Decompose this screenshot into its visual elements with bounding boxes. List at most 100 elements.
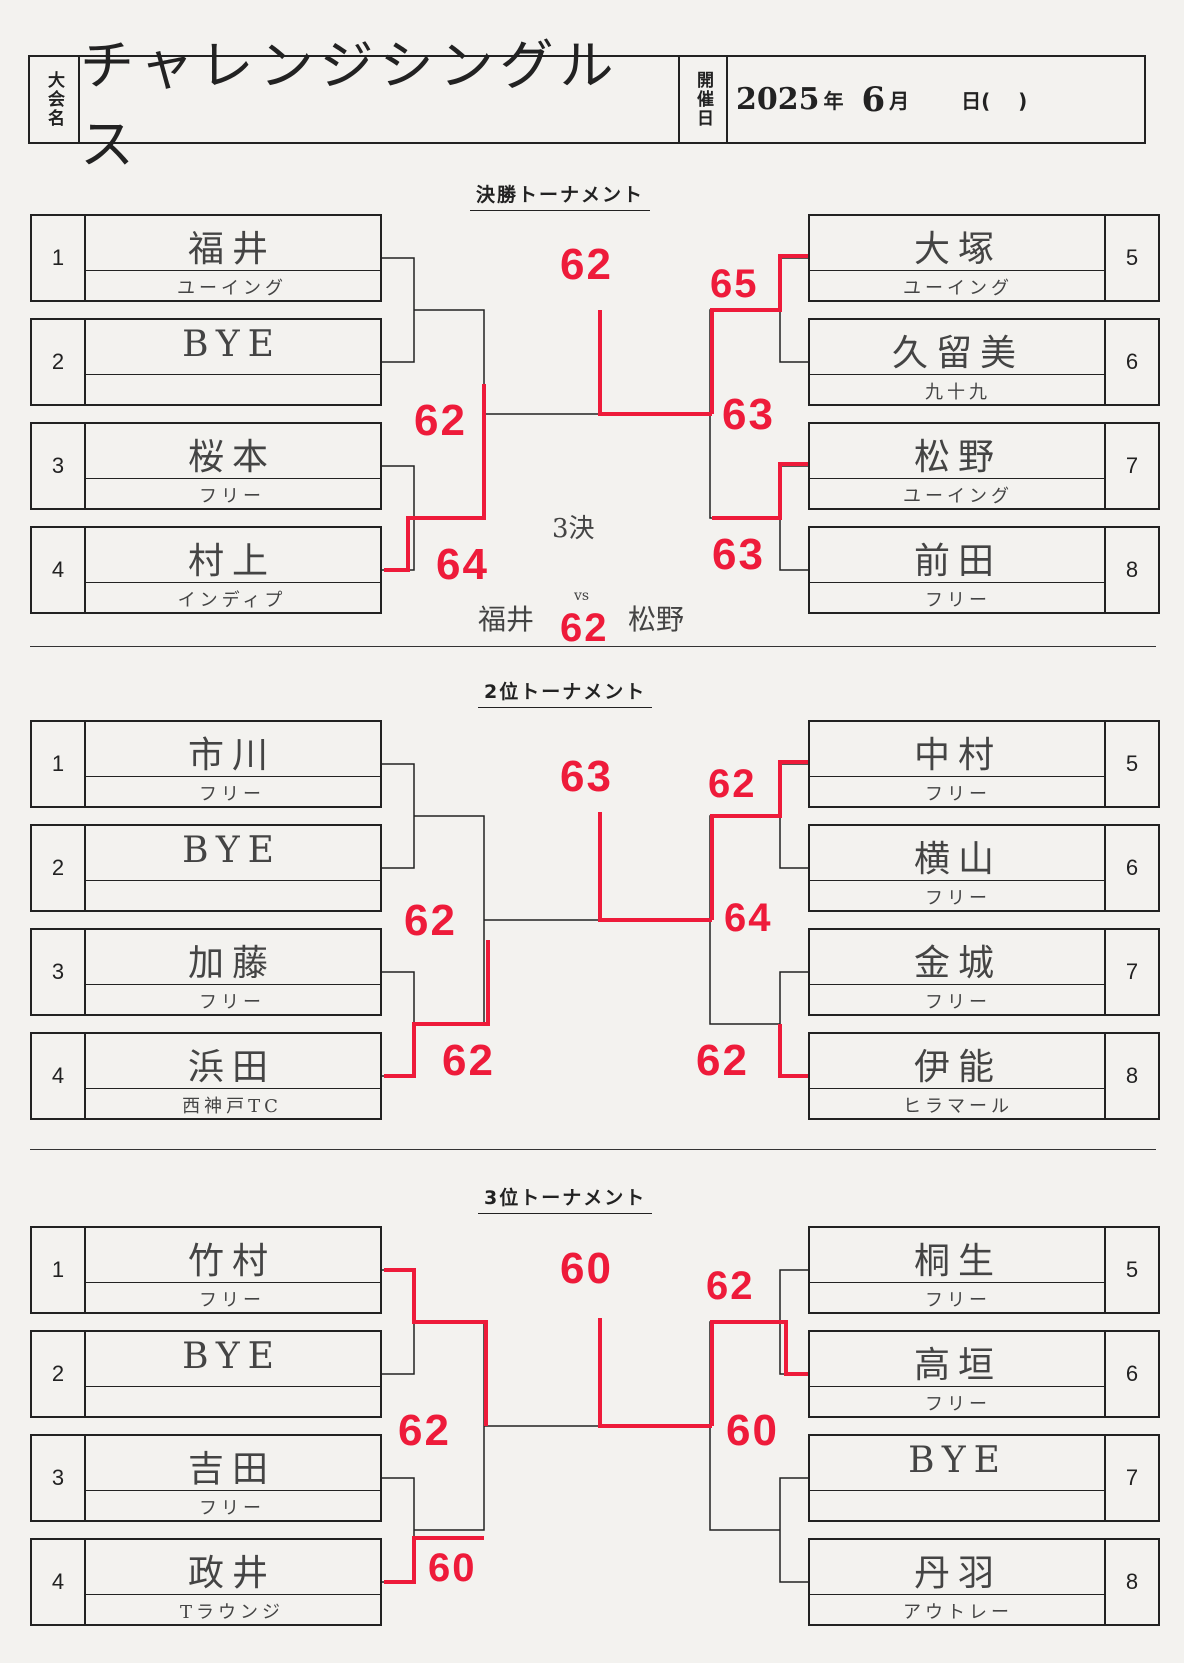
player-name: BYE bbox=[182, 830, 282, 871]
winner-path bbox=[710, 1320, 808, 1426]
winner-path bbox=[384, 1268, 488, 1426]
right-r1-bottom-score: 62 bbox=[696, 1036, 749, 1085]
entry-divider-line bbox=[810, 374, 1106, 375]
winner-path bbox=[598, 310, 712, 416]
date-year: 2025 bbox=[736, 82, 820, 117]
entry-divider-line bbox=[810, 1386, 1106, 1387]
seed-number: 6 bbox=[1104, 320, 1158, 404]
entry-divider-line bbox=[84, 270, 380, 271]
player-name: 金城 bbox=[913, 943, 1002, 984]
third-tournament-title: 3位トーナメント bbox=[477, 1183, 653, 1214]
winner-path bbox=[778, 1024, 808, 1078]
event-name-cell: チャレンジシングルス bbox=[80, 34, 680, 176]
player-name: 中村 bbox=[913, 735, 1002, 776]
bracket-line bbox=[382, 1269, 415, 1375]
seed-number: 5 bbox=[1104, 216, 1158, 300]
right-r1-bottom-score: 63 bbox=[712, 530, 765, 579]
date-label: 開催日 bbox=[680, 57, 728, 142]
final-tournament-title: 決勝トーナメント bbox=[469, 180, 651, 211]
seed-number: 4 bbox=[32, 528, 86, 612]
date-month: 6 bbox=[861, 79, 886, 120]
bracket-line bbox=[382, 763, 415, 869]
date-label-text: 開催日 bbox=[693, 71, 713, 128]
right-semi-score: 64 bbox=[724, 896, 773, 940]
seed-number: 2 bbox=[32, 1332, 86, 1416]
player-club: フリー bbox=[925, 590, 991, 611]
event-name-label-text: 大会名 bbox=[44, 71, 64, 128]
date-year-char: 年 bbox=[823, 89, 844, 113]
seed-number: 5 bbox=[1104, 1228, 1158, 1312]
player-name: 横山 bbox=[913, 839, 1002, 880]
seed-number: 4 bbox=[32, 1540, 86, 1624]
left-r1-score: 62 bbox=[442, 1036, 495, 1085]
entry-box: 3 加藤フリー bbox=[30, 928, 382, 1016]
right-semi-score: 63 bbox=[722, 390, 775, 439]
player-club: フリー bbox=[199, 992, 265, 1013]
third-place-score: 62 bbox=[560, 606, 609, 650]
player-club: フリー bbox=[925, 888, 991, 909]
second-tournament-title: 2位トーナメント bbox=[477, 677, 653, 708]
third-place-left-name: 福井 bbox=[478, 603, 535, 636]
winner-path bbox=[598, 1318, 712, 1428]
entry-divider-line bbox=[810, 582, 1106, 583]
bracket-line bbox=[779, 763, 808, 869]
player-club: ユーイング bbox=[177, 278, 287, 299]
date-day: 日( ) bbox=[961, 89, 1028, 113]
seed-number: 5 bbox=[1104, 722, 1158, 806]
player-name: 村上 bbox=[187, 541, 276, 582]
seed-number: 8 bbox=[1104, 1540, 1158, 1624]
player-club: アウトレー bbox=[903, 1602, 1013, 1623]
seed-number: 1 bbox=[32, 1228, 86, 1312]
player-name: 前田 bbox=[913, 541, 1002, 582]
right-semi-score: 60 bbox=[726, 1406, 779, 1455]
seed-number: 3 bbox=[32, 930, 86, 1014]
bracket-line bbox=[382, 1477, 415, 1583]
entry-divider-line bbox=[84, 1490, 380, 1491]
date-cell: 2025 年 6 月 日( ) bbox=[728, 57, 1144, 142]
entry-box: 8 前田フリー bbox=[808, 526, 1160, 614]
player-name: 政井 bbox=[187, 1553, 276, 1594]
entry-box: 8 丹羽アウトレー bbox=[808, 1538, 1160, 1626]
bracket-line bbox=[382, 971, 415, 1077]
player-name: 久留美 bbox=[891, 333, 1024, 374]
seed-number: 8 bbox=[1104, 1034, 1158, 1118]
event-name-label: 大会名 bbox=[30, 57, 80, 142]
player-club: フリー bbox=[199, 1290, 265, 1311]
entry-divider-line bbox=[810, 1282, 1106, 1283]
winner-path bbox=[712, 462, 808, 520]
player-name: 松野 bbox=[913, 437, 1002, 478]
left-semi-score: 62 bbox=[404, 896, 457, 945]
bracket-line bbox=[779, 465, 808, 571]
seed-number: 7 bbox=[1104, 424, 1158, 508]
entry-divider-line bbox=[810, 1088, 1106, 1089]
player-name: BYE bbox=[182, 324, 282, 365]
section-divider bbox=[30, 646, 1156, 647]
final-score: 63 bbox=[560, 752, 613, 801]
player-club: Tラウンジ bbox=[179, 1602, 284, 1623]
seed-number: 7 bbox=[1104, 930, 1158, 1014]
player-name: 加藤 bbox=[187, 943, 276, 984]
entry-divider-line bbox=[84, 984, 380, 985]
winner-path bbox=[384, 384, 486, 572]
final-score: 62 bbox=[560, 240, 613, 289]
entry-divider-line bbox=[84, 1386, 380, 1387]
seed-number: 8 bbox=[1104, 528, 1158, 612]
player-name: 高垣 bbox=[913, 1345, 1002, 1386]
right-r1-top-score: 65 bbox=[710, 262, 759, 306]
player-name: BYE bbox=[908, 1440, 1008, 1481]
seed-number: 4 bbox=[32, 1034, 86, 1118]
player-club: 九十九 bbox=[925, 382, 991, 403]
player-name: 丹羽 bbox=[913, 1553, 1002, 1594]
player-club: フリー bbox=[925, 992, 991, 1013]
bracket-line bbox=[779, 1477, 808, 1583]
